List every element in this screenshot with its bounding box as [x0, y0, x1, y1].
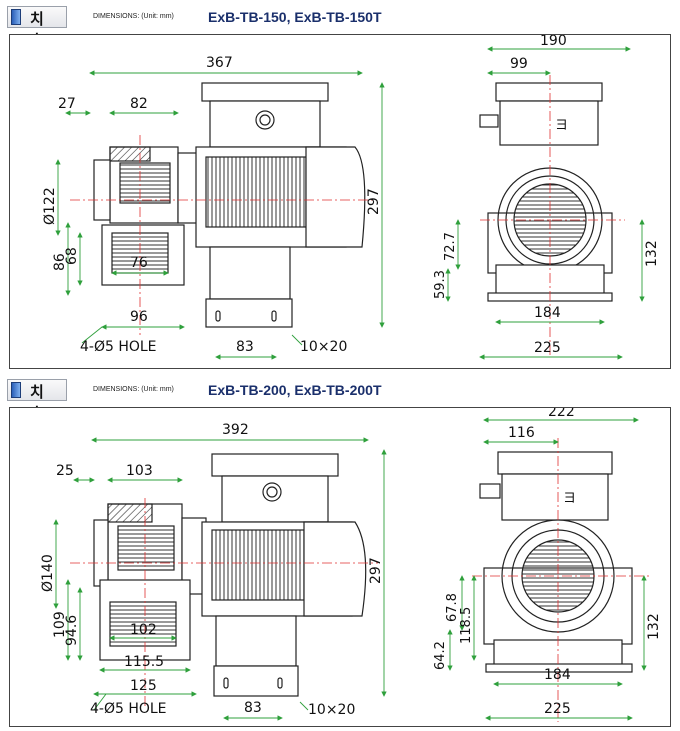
- model-title: ExB-TB-200, ExB-TB-200T: [208, 382, 382, 398]
- dim-side-h2: 118.5: [459, 607, 474, 644]
- dimension-drawing-2: 392 25 103 Ø140 109 94.6 102 115.5 125 4…: [40, 404, 662, 722]
- section-2-header: 치 수 DIMENSIONS: (Unit: mm) ExB-TB-200, E…: [0, 373, 680, 422]
- dim-housing-width: 82: [130, 96, 148, 112]
- dim-inlet-offset: 25: [56, 463, 74, 479]
- document-icon: [11, 382, 21, 398]
- hole-spec: 4-Ø5 HOLE: [80, 339, 157, 355]
- dim-outlet-height-a: 86: [52, 253, 68, 271]
- hole-spec: 4-Ø5 HOLE: [90, 701, 167, 717]
- dim-side-right-height: 132: [644, 240, 660, 267]
- side-view: [479, 82, 613, 302]
- front-view: [93, 82, 366, 328]
- terminal-plate-mark: ヨ: [555, 118, 568, 133]
- drawing-panel-1: 367 27 82 Ø122 86 68 76 96 4-Ø5 HOLE 83 …: [9, 33, 671, 369]
- dim-overall-height: 297: [368, 557, 384, 584]
- section-badge: 치 수: [7, 6, 67, 49]
- center-lines: [70, 438, 650, 722]
- dim-base-width-inner: 115.5: [124, 654, 164, 670]
- front-view: [93, 453, 367, 697]
- dim-outlet-height-a: 109: [52, 611, 68, 638]
- model-title: ExB-TB-150, ExB-TB-150T: [208, 9, 382, 25]
- center-lines: [70, 75, 625, 355]
- dim-side-base-outer: 225: [534, 340, 561, 356]
- dim-slot-size: 10×20: [300, 339, 347, 355]
- dim-side-h1: 72.7: [443, 232, 458, 261]
- dim-side-width: 222: [548, 408, 575, 420]
- dim-base-width: 96: [130, 309, 148, 325]
- dim-side-offset: 116: [508, 425, 535, 441]
- drawing-panel-2: 392 25 103 Ø140 109 94.6 102 115.5 125 4…: [9, 404, 671, 727]
- dim-side-h2: 59.3: [433, 270, 448, 299]
- section-badge: 치 수: [7, 379, 67, 422]
- dim-side-offset: 99: [510, 56, 528, 72]
- dim-hole-pitch: 83: [236, 339, 254, 355]
- dim-inlet-offset: 27: [58, 96, 76, 112]
- dimensions-unit-label: DIMENSIONS: (Unit: mm): [93, 13, 174, 20]
- dim-housing-width: 103: [126, 463, 153, 479]
- dimension-drawing-1: 367 27 82 Ø122 86 68 76 96 4-Ø5 HOLE 83 …: [42, 33, 660, 360]
- dim-outlet-height-b: 94.6: [64, 615, 80, 646]
- dim-inlet-diameter: Ø140: [40, 554, 56, 592]
- dimensions-unit-label: DIMENSIONS: (Unit: mm): [93, 386, 174, 393]
- dimension-lines: [53, 417, 647, 721]
- dim-base-width: 125: [130, 678, 157, 694]
- dim-hole-pitch: 83: [244, 700, 262, 716]
- document-icon: [11, 9, 21, 25]
- dim-slot-size: 10×20: [308, 702, 355, 718]
- dim-side-base-outer: 225: [544, 701, 571, 717]
- dim-side-base-inner: 184: [534, 305, 561, 321]
- dim-overall-height: 297: [366, 188, 382, 215]
- dim-outlet-width: 76: [130, 255, 148, 271]
- side-view: [479, 451, 633, 673]
- dim-outlet-width: 102: [130, 622, 157, 638]
- section-1-header: 치 수 DIMENSIONS: (Unit: mm) ExB-TB-150, E…: [0, 0, 680, 49]
- dim-side-base-inner: 184: [544, 667, 571, 683]
- dim-side-width: 190: [540, 35, 567, 49]
- dim-outlet-height-b: 68: [64, 247, 80, 265]
- dim-inlet-diameter: Ø122: [42, 187, 58, 225]
- dim-side-right-height: 132: [646, 613, 662, 640]
- dim-side-h1: 67.8: [445, 593, 460, 622]
- terminal-plate-mark: ヨ: [563, 491, 576, 506]
- dim-side-h3: 64.2: [433, 641, 448, 670]
- dimension-lines: [55, 46, 645, 360]
- dim-overall-length: 367: [206, 55, 233, 71]
- dim-overall-length: 392: [222, 422, 249, 438]
